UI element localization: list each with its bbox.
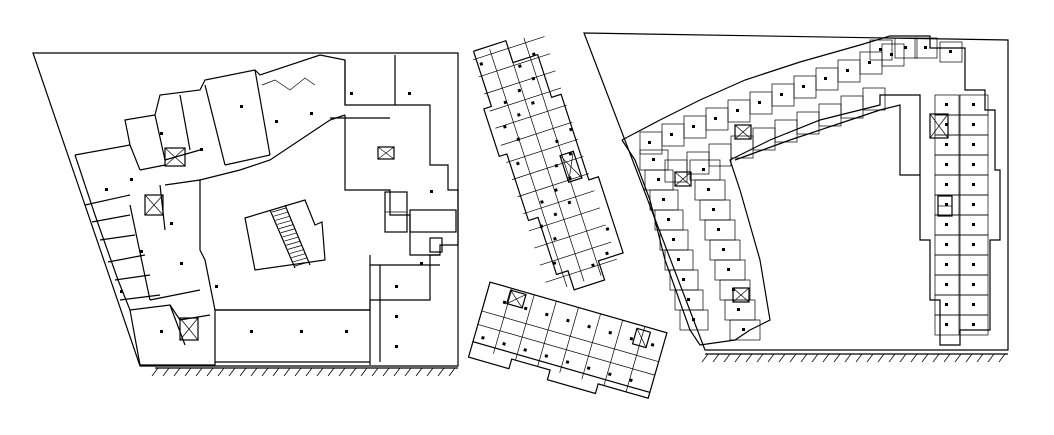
- stair-core-2: [164, 147, 186, 167]
- ground-hatch: [151, 367, 458, 377]
- central-ramp: [244, 199, 326, 271]
- void-marker: [377, 146, 395, 160]
- site-boundary-right: [583, 32, 1009, 351]
- courtyard-edge: [164, 179, 216, 311]
- building-envelope: [74, 54, 459, 366]
- right-block: [330, 55, 457, 362]
- stair-core: [179, 317, 199, 341]
- lift-core: [144, 194, 164, 216]
- floor-plan-right: [583, 32, 1009, 363]
- stair-core-m1: [559, 150, 583, 184]
- floor-plan-middle-bottom: [467, 281, 668, 399]
- column-markers: [105, 92, 433, 348]
- floor-plan-left: [32, 52, 459, 377]
- top-wing-rooms: [129, 69, 316, 171]
- floor-plan-middle-top: [472, 36, 624, 291]
- building-envelope-right: [621, 35, 1001, 346]
- site-boundary: [32, 52, 459, 367]
- left-wing-rooms: [84, 184, 211, 346]
